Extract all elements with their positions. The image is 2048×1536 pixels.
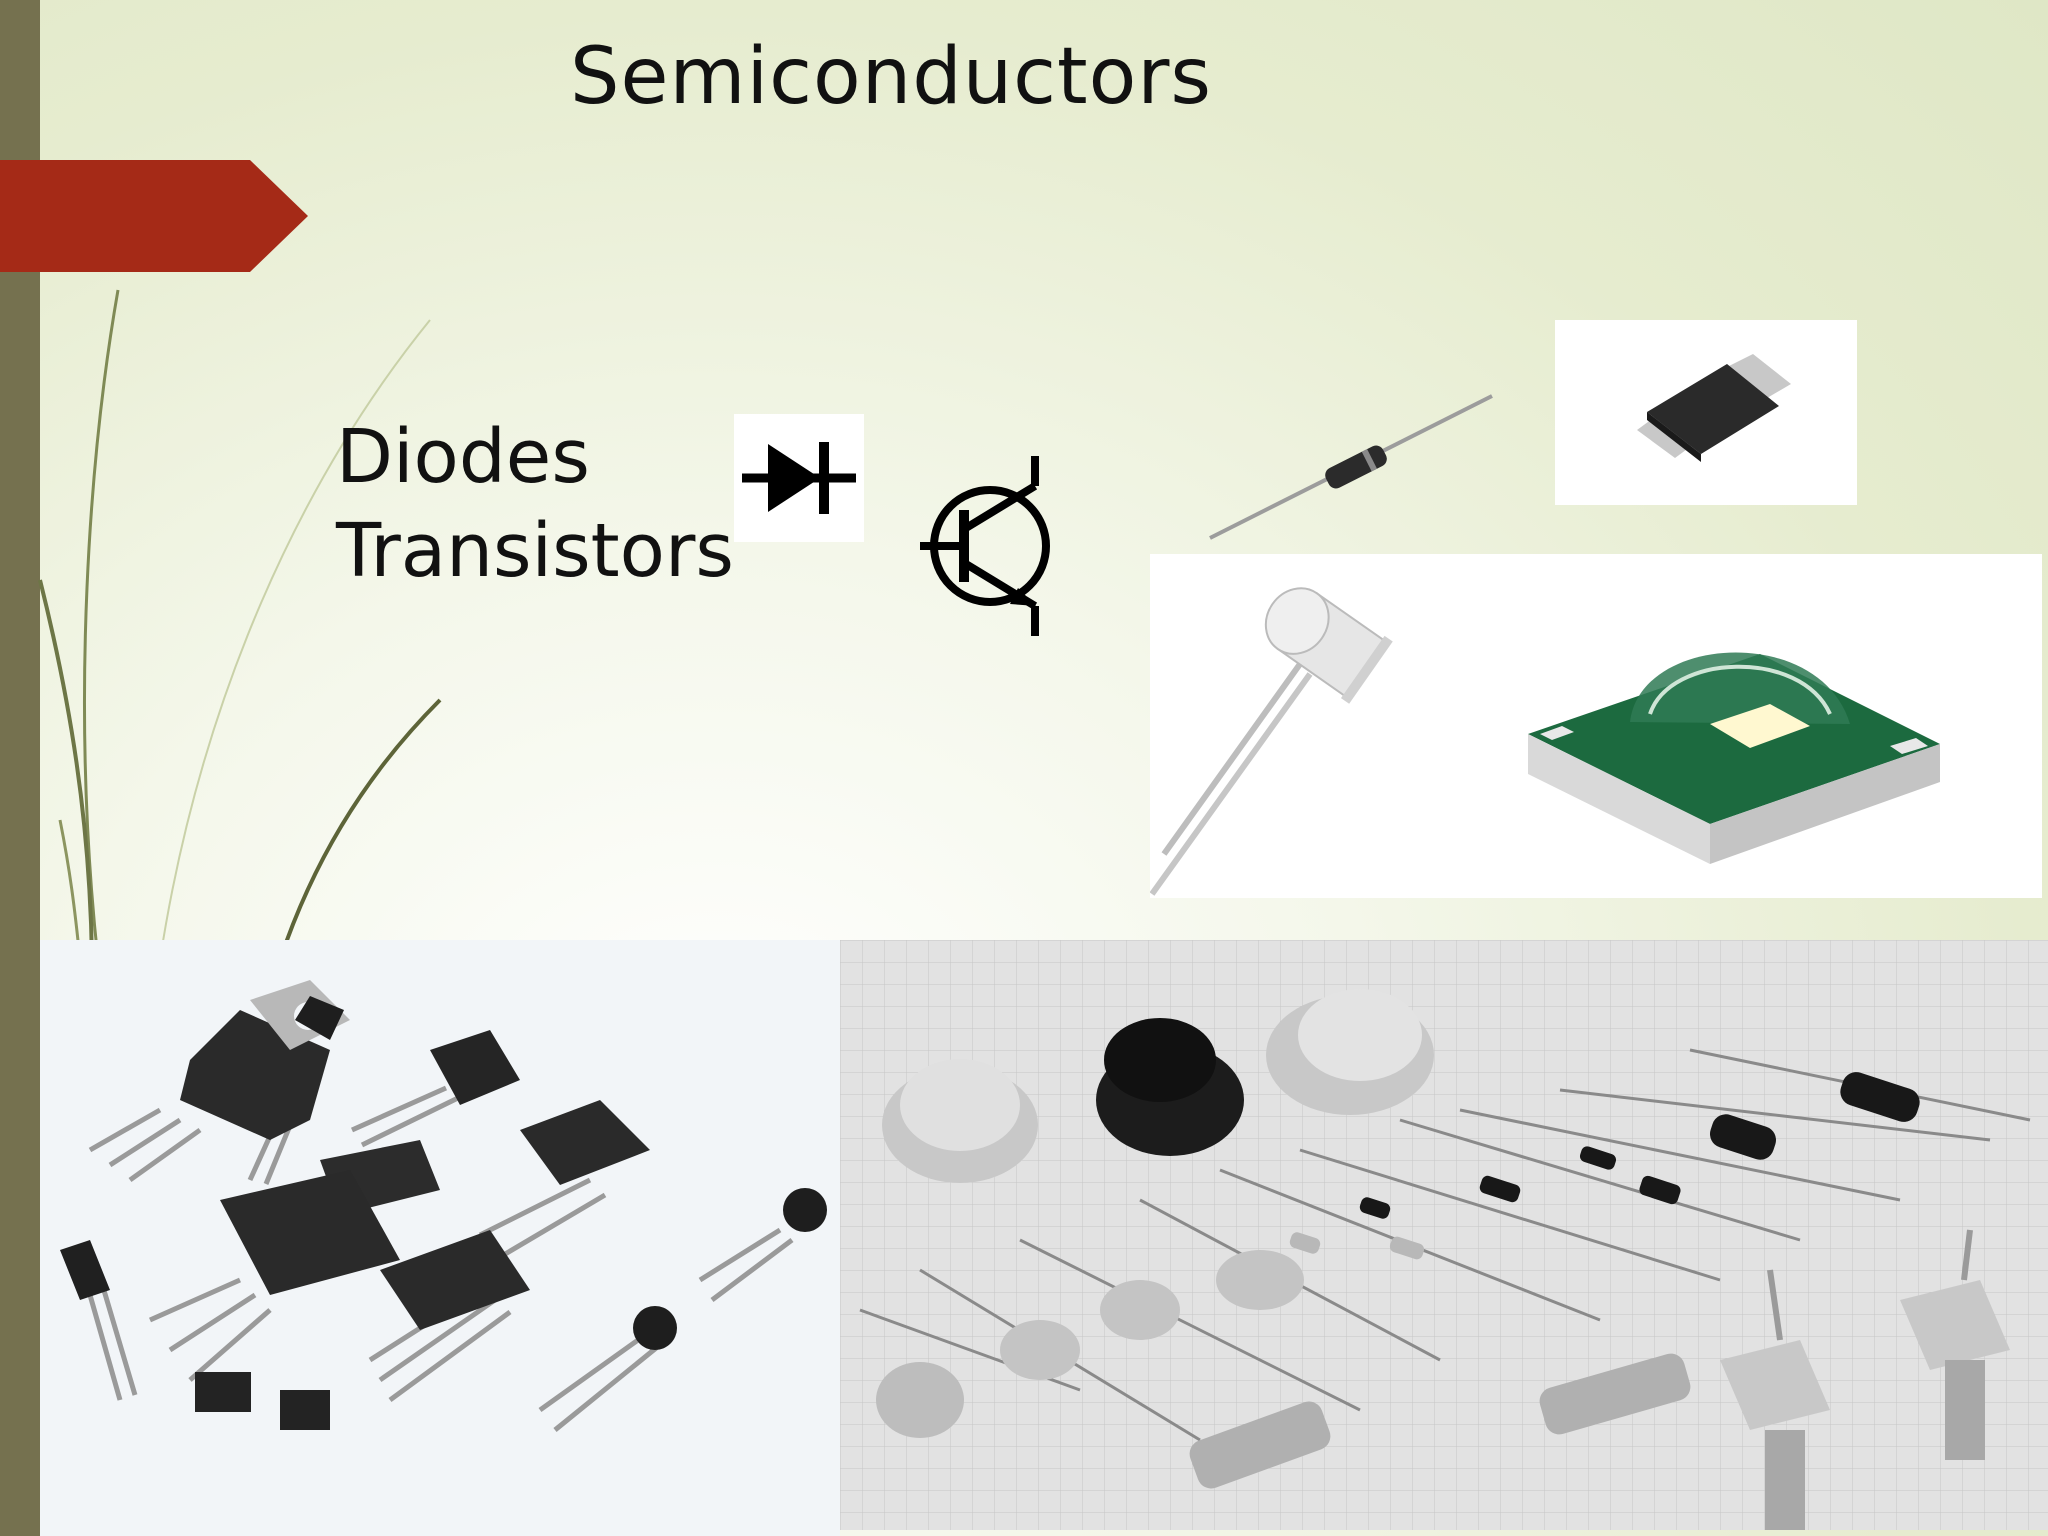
title-arrow-accent	[0, 160, 308, 272]
led-photo-panel	[1150, 554, 2042, 898]
axial-diode-photo	[1209, 394, 1493, 540]
grass-decoration	[38, 289, 442, 960]
power-led-photo	[1528, 652, 1940, 864]
bullet-transistors: Transistors	[336, 508, 734, 594]
smd-diode-photo	[1555, 320, 1857, 505]
led-photo	[1150, 587, 1393, 896]
semiconductor-assortment-photo	[840, 940, 2048, 1530]
transistor-assortment-photo	[40, 940, 840, 1536]
diode-symbol	[734, 414, 864, 542]
slide-title: Semiconductors	[570, 32, 1213, 122]
bullet-list: Diodes Transistors	[336, 410, 734, 598]
bullet-diodes: Diodes	[336, 414, 590, 500]
npn-transistor-symbol	[920, 456, 1050, 636]
